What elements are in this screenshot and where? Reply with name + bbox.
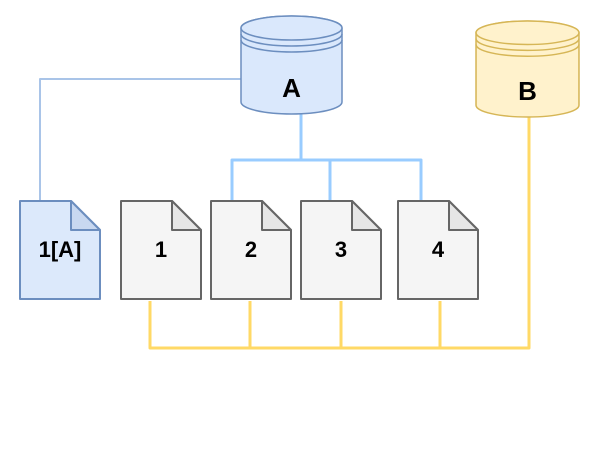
folded-corner bbox=[448, 200, 479, 231]
document-3-label: 3 bbox=[334, 237, 348, 262]
document-4: 4 bbox=[397, 200, 479, 300]
database-icon bbox=[475, 20, 580, 118]
document-1a-label: 1[A] bbox=[38, 237, 82, 262]
document-icon bbox=[210, 200, 292, 300]
edge-a-to-doc1a bbox=[39, 78, 241, 200]
document-3: 3 bbox=[300, 200, 382, 300]
document-icon bbox=[120, 200, 202, 300]
database-a-label: A bbox=[282, 72, 301, 103]
database-b: B bbox=[475, 20, 580, 118]
database-a: A bbox=[240, 15, 343, 115]
folded-corner bbox=[261, 200, 292, 231]
document-2-label: 2 bbox=[244, 237, 258, 262]
document-icon bbox=[19, 200, 101, 300]
document-2: 2 bbox=[210, 200, 292, 300]
database-b-label: B bbox=[518, 76, 537, 107]
document-1: 1 bbox=[120, 200, 202, 300]
document-icon bbox=[397, 200, 479, 300]
document-4-label: 4 bbox=[431, 237, 445, 262]
folded-corner bbox=[351, 200, 382, 231]
database-icon bbox=[240, 15, 343, 115]
document-icon bbox=[300, 200, 382, 300]
folded-corner bbox=[171, 200, 202, 231]
document-1a: 1[A] bbox=[19, 200, 101, 300]
edge-a-branch bbox=[230, 158, 423, 200]
folded-corner bbox=[70, 200, 101, 231]
document-1-label: 1 bbox=[154, 237, 168, 262]
